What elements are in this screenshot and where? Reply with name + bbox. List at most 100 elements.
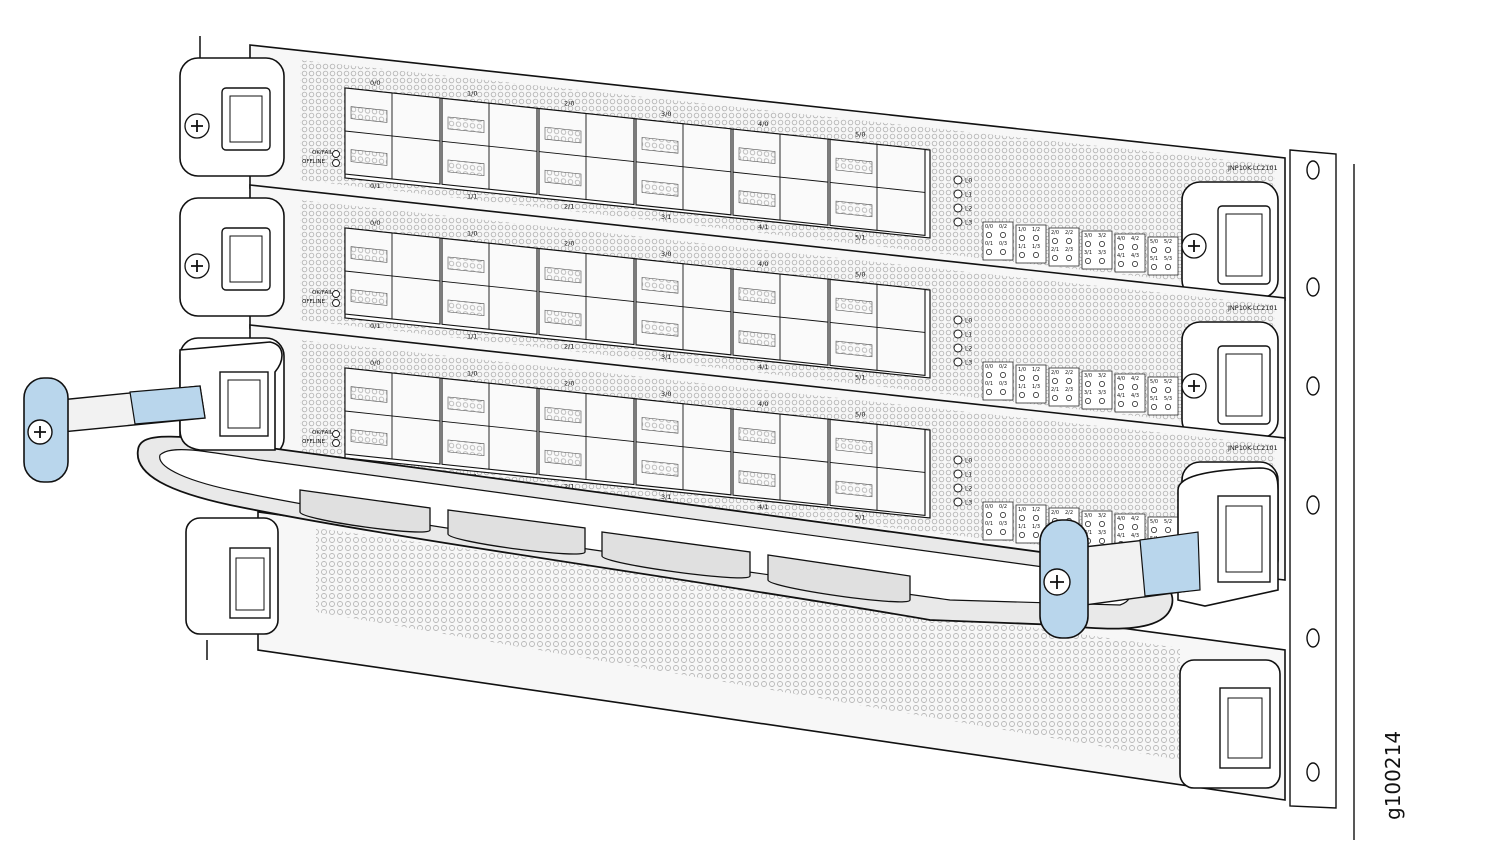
port-status-label: 0/0 [985,504,993,510]
lane-led [953,469,963,479]
qsfp-port[interactable] [441,97,538,195]
port-status-label: 0/1 [985,381,993,387]
port-status-label: 4/1 [1117,533,1125,539]
right-bracket [1177,467,1279,607]
qsfp-port[interactable] [732,128,829,226]
port-status-label: 5/0 [1150,239,1158,245]
qsfp-port[interactable] [635,258,732,356]
card-model-label: JNP10K-LC2101 [1227,444,1278,452]
port-status-label: 0/0 [985,364,993,370]
lane-led [953,483,963,493]
port-status-label: 3/0 [1084,513,1092,519]
port-status-label: 4/3 [1131,393,1139,399]
port-label-top: 4/0 [758,120,768,128]
lane-led [953,203,963,213]
qsfp-port[interactable] [732,408,829,506]
right-ejector-screw-icon[interactable] [1181,373,1207,399]
qsfp-port[interactable] [635,118,732,216]
left-captive-screw-icon[interactable] [27,419,53,445]
qsfp-port[interactable] [538,107,635,206]
port-status-label: 5/2 [1164,379,1172,385]
left-ejector-screw-icon[interactable] [184,253,210,279]
port-status-label: 1/3 [1032,524,1040,530]
port-label-bottom: 0/1 [370,322,380,330]
lane-led-label: L3 [965,220,972,227]
port-status-label: 3/3 [1098,390,1106,396]
port-label-top: 1/0 [467,89,477,97]
port-label-bottom: 3/1 [661,493,671,501]
port-label-top: 1/0 [467,229,477,237]
status-ok-fail-label: OK/FAIL [312,290,334,296]
port-status-label: 5/0 [1150,379,1158,385]
right-captive-screw-icon[interactable] [1043,568,1071,596]
port-label-bottom: 1/1 [467,192,477,200]
port-status-label: 3/0 [1084,233,1092,239]
port-label-bottom: 2/1 [564,203,574,211]
port-status-label: 3/3 [1098,250,1106,256]
port-status-label: 2/2 [1065,510,1073,516]
port-status-label: 1/2 [1032,507,1040,513]
status-ok-fail-label: OK/FAIL [312,150,334,156]
qsfp-port[interactable] [538,387,635,486]
port-status-label: 3/1 [1084,390,1092,396]
qsfp-port[interactable] [635,398,732,496]
qsfp-port[interactable] [829,138,926,237]
left-ejector-handle[interactable] [179,57,285,177]
qsfp-port[interactable] [344,227,441,325]
port-status-label: 4/2 [1131,516,1139,522]
qsfp-port[interactable] [441,377,538,475]
cable-management-handle[interactable] [23,341,1279,639]
lane-led-label: L2 [965,346,972,353]
port-status-label: 1/0 [1018,367,1026,373]
qsfp-port[interactable] [829,278,926,377]
line-card: 0/00/11/01/12/02/13/03/14/04/15/05/1OK/F… [179,184,1286,441]
right-ejector-handle[interactable] [1181,181,1279,299]
right-ejector-handle[interactable] [1181,321,1279,439]
left-bracket [179,341,283,451]
port-label-top: 5/0 [855,410,865,418]
card-model-label: JNP10K-LC2101 [1227,304,1278,312]
port-label-top: 5/0 [855,270,865,278]
qsfp-port[interactable] [344,87,441,185]
blank-panel-left-ejector[interactable] [185,517,279,635]
port-label-top: 2/0 [564,100,574,108]
qsfp-port[interactable] [829,418,926,517]
port-status-label: 2/1 [1051,387,1059,393]
port-status-label: 5/0 [1150,519,1158,525]
right-arm [1039,519,1201,639]
lane-led [953,315,963,325]
qsfp-port[interactable] [344,367,441,465]
status-offline-label: OFFLINE [302,439,325,445]
qsfp-port[interactable] [441,237,538,335]
port-status-label: 1/1 [1018,384,1026,390]
left-ejector-handle[interactable] [179,197,285,317]
port-status-label: 3/1 [1084,530,1092,536]
port-status-label: 4/1 [1117,253,1125,259]
port-status-label: 5/1 [1150,396,1158,402]
port-status-label: 3/3 [1098,530,1106,536]
port-status-label: 0/2 [999,504,1007,510]
qsfp-port[interactable] [538,247,635,346]
qsfp-port[interactable] [732,268,829,366]
port-status-label: 1/0 [1018,507,1026,513]
port-label-bottom: 5/1 [855,513,865,521]
port-label-top: 3/0 [661,110,671,118]
port-status-label: 2/2 [1065,370,1073,376]
port-status-label: 0/3 [999,241,1007,247]
port-status-label: 4/0 [1117,516,1125,522]
right-ejector-screw-icon[interactable] [1181,233,1207,259]
port-label-bottom: 2/1 [564,483,574,491]
lane-led-label: L3 [965,500,972,507]
left-ejector-screw-icon[interactable] [184,113,210,139]
blank-panel-right-ejector[interactable] [1179,659,1281,789]
lane-led [953,455,963,465]
status-led [332,430,340,438]
port-label-bottom: 4/1 [758,503,768,511]
card-model-label: JNP10K-LC2101 [1227,164,1278,172]
lane-led-label: L1 [965,472,972,479]
port-label-bottom: 5/1 [855,373,865,381]
port-label-top: 0/0 [370,79,380,87]
status-led [332,150,340,158]
port-label-top: 3/0 [661,250,671,258]
status-led [332,159,340,167]
